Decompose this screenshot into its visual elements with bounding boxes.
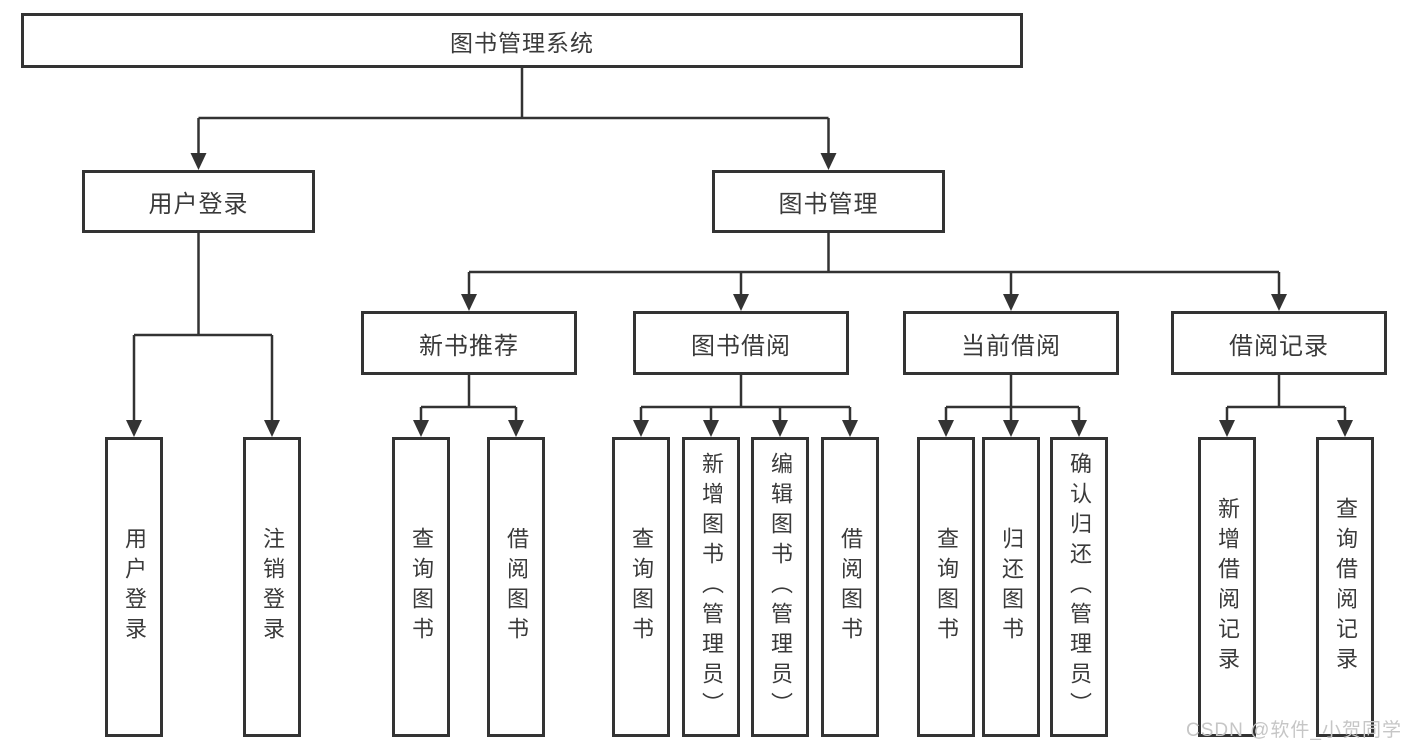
arrow-down-icon — [1003, 294, 1019, 311]
leaf-bb-add-books-admin: 新增图书（管理员） — [682, 437, 740, 737]
node-library-system-label: 图书管理系统 — [450, 29, 594, 56]
leaf-bb-query-books: 查询图书 — [612, 437, 670, 737]
arrow-down-icon — [1219, 420, 1235, 437]
leaf-cb-query-books: 查询图书 — [917, 437, 975, 737]
leaf-rec-borrow-books: 借阅图书 — [487, 437, 545, 737]
arrow-down-icon — [1071, 420, 1087, 437]
leaf-logout: 注销登录 — [243, 437, 301, 737]
leaf-bb-edit-books-admin-label: 编辑图书（管理员） — [768, 452, 793, 722]
arrow-down-icon — [1003, 420, 1019, 437]
arrow-down-icon — [938, 420, 954, 437]
arrow-down-icon — [264, 420, 280, 437]
arrow-down-icon — [842, 420, 858, 437]
arrow-down-icon — [1271, 294, 1287, 311]
node-book-management-label: 图书管理 — [778, 191, 879, 218]
arrow-down-icon — [633, 420, 649, 437]
leaf-br-add-record: 新增借阅记录 — [1198, 437, 1256, 737]
leaf-rec-borrow-books-label: 借阅图书 — [504, 527, 529, 647]
arrow-down-icon — [461, 294, 477, 311]
leaf-bb-borrow-books: 借阅图书 — [821, 437, 879, 737]
connector-borrow-records-to-leaves — [1225, 375, 1347, 421]
leaf-br-query-record: 查询借阅记录 — [1316, 437, 1374, 737]
connector-new-book-rec-to-leaves — [419, 375, 518, 421]
arrow-down-icon — [820, 153, 837, 170]
arrow-down-icon — [413, 420, 429, 437]
connector-root-to-level2 — [197, 68, 830, 154]
leaf-br-query-record-label: 查询借阅记录 — [1333, 497, 1358, 677]
connector-user-login-to-leaves — [132, 233, 274, 421]
node-current-borrowing: 当前借阅 — [903, 311, 1119, 375]
node-book-borrowing: 图书借阅 — [633, 311, 849, 375]
leaf-cb-confirm-return-admin: 确认归还（管理员） — [1050, 437, 1108, 737]
leaf-rec-query-books: 查询图书 — [392, 437, 450, 737]
leaf-cb-query-books-label: 查询图书 — [934, 527, 959, 647]
leaf-cb-confirm-return-admin-label: 确认归还（管理员） — [1067, 452, 1092, 722]
leaf-logout-label: 注销登录 — [260, 527, 285, 647]
node-user-login-label: 用户登录 — [148, 191, 249, 218]
node-library-system: 图书管理系统 — [21, 13, 1023, 68]
node-book-management: 图书管理 — [712, 170, 945, 233]
leaf-bb-borrow-books-label: 借阅图书 — [838, 527, 863, 647]
watermark-text: CSDN @软件_小贺同学 — [1186, 720, 1402, 741]
connector-current-borrow-to-leaves — [944, 375, 1081, 421]
node-current-borrowing-label: 当前借阅 — [961, 332, 1061, 360]
leaf-user-login: 用户登录 — [105, 437, 163, 737]
arrow-down-icon — [508, 420, 524, 437]
leaf-cb-return-books-label: 归还图书 — [999, 527, 1024, 647]
node-book-borrowing-label: 图书借阅 — [691, 332, 791, 360]
leaf-bb-edit-books-admin: 编辑图书（管理员） — [751, 437, 809, 737]
node-borrowing-records: 借阅记录 — [1171, 311, 1387, 375]
arrow-down-icon — [126, 420, 142, 437]
leaf-cb-return-books: 归还图书 — [982, 437, 1040, 737]
node-user-login: 用户登录 — [82, 170, 315, 233]
leaf-rec-query-books-label: 查询图书 — [409, 527, 434, 647]
node-borrowing-records-label: 借阅记录 — [1229, 332, 1329, 360]
leaf-bb-query-books-label: 查询图书 — [629, 527, 654, 647]
leaf-br-add-record-label: 新增借阅记录 — [1215, 497, 1240, 677]
connector-book-borrow-to-leaves — [639, 375, 852, 421]
arrow-down-icon — [772, 420, 788, 437]
arrow-down-icon — [703, 420, 719, 437]
node-new-book-recommend-label: 新书推荐 — [419, 332, 519, 360]
leaf-user-login-label: 用户登录 — [122, 527, 147, 647]
arrow-down-icon — [1337, 420, 1353, 437]
connector-book-mgmt-to-level3 — [467, 233, 1281, 295]
arrow-down-icon — [190, 153, 207, 170]
node-new-book-recommend: 新书推荐 — [361, 311, 577, 375]
arrow-down-icon — [733, 294, 749, 311]
leaf-bb-add-books-admin-label: 新增图书（管理员） — [699, 452, 724, 722]
